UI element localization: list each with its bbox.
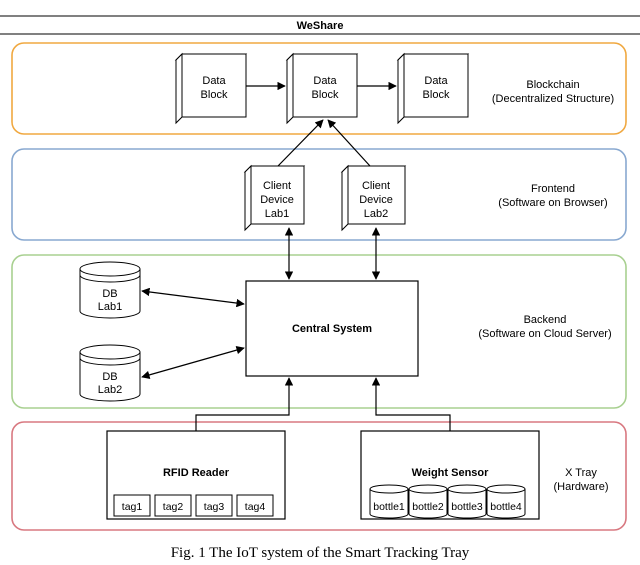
backend-layer-label: Backend (Software on Cloud Server) [478,314,611,340]
block-label: Data [424,75,448,87]
weight-sensor-label: Weight Sensor [412,467,490,479]
db-label: Lab1 [98,301,122,313]
hardware-layer-frame [11,421,627,531]
client-label: Client [263,180,291,192]
block-label: Data [313,75,337,87]
layer-name: X Tray [565,467,597,479]
arrow-db1-central [141,287,245,308]
backend-layer-frame [11,254,627,409]
layer-name: Frontend [531,183,575,195]
client-device-lab1: Client Device Lab1 [243,164,306,232]
db-lab2-cylinder: DB Lab2 [79,344,141,402]
client-label: Device [260,194,294,206]
rfid-tag: tag3 [204,501,225,513]
figure-caption: Fig. 1 The IoT system of the Smart Track… [171,545,470,561]
layer-desc: (Hardware) [553,481,608,493]
layer-name: Blockchain [526,79,579,91]
db-label: DB [102,288,117,300]
blockchain-layer-label: Blockchain (Decentralized Structure) [492,79,614,105]
arrow-weight-to-central [371,377,451,431]
client-device-lab2: Client Device Lab2 [340,164,407,232]
db-lab1-cylinder: DB Lab1 [79,261,141,319]
data-block-1: Data Block [174,52,248,125]
frontend-layer-frame [11,148,627,241]
client-label: Device [359,194,393,206]
bottle-label: bottle2 [412,501,444,513]
db-label: Lab2 [98,384,122,396]
layer-desc: (Decentralized Structure) [492,93,614,105]
rfid-tag: tag1 [122,501,143,513]
hardware-layer-label: X Tray (Hardware) [553,467,608,493]
diagram-title: WeShare [297,20,344,32]
rfid-tags: tag1 tag2 tag3 tag4 [113,494,274,517]
bottle-label: bottle1 [373,501,405,513]
arrow-rfid-to-central [195,377,294,431]
layer-desc: (Software on Browser) [498,197,607,209]
rfid-reader-label: RFID Reader [163,467,230,479]
arrow-db2-central [141,346,245,379]
block-label: Block [423,89,450,101]
layer-desc: (Software on Cloud Server) [478,328,611,340]
block-label: Block [201,89,228,101]
block-label: Block [312,89,339,101]
central-system-box [245,280,419,377]
data-block-3: Data Block [396,52,470,125]
client-label: Lab1 [265,208,289,220]
client-label: Lab2 [364,208,388,220]
central-system-label: Central System [292,323,372,335]
bottle-label: bottle3 [451,501,483,513]
frontend-layer-label: Frontend (Software on Browser) [498,183,607,209]
layer-name: Backend [524,314,567,326]
rfid-tag: tag2 [163,501,184,513]
arrow-client1-to-block [277,119,324,167]
blockchain-layer-frame [11,42,627,135]
data-block-2: Data Block [285,52,359,125]
bottle-label: bottle4 [490,501,522,513]
bottles: bottle1 bottle2 bottle3 bottle4 [369,484,526,519]
client-label: Client [362,180,390,192]
db-label: DB [102,371,117,383]
arrow-client2-to-block [327,119,371,167]
rfid-tag: tag4 [245,501,266,513]
block-label: Data [202,75,226,87]
